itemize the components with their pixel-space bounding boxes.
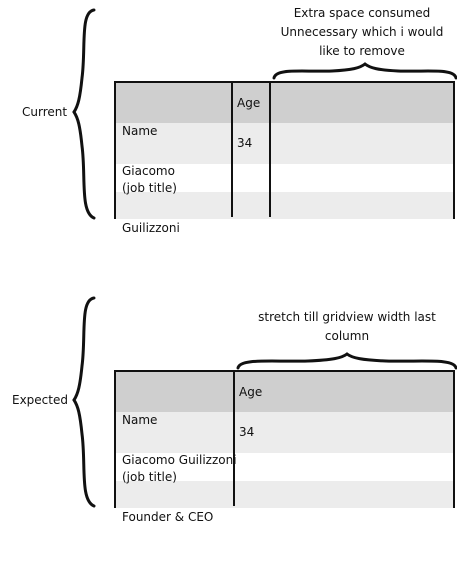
expected-annotation-line-2: column [324,329,370,343]
expected-annotation: stretch till gridview width last column [238,308,456,346]
expected-empty-row [116,481,453,508]
current-header-name-line-1: Name [122,124,158,138]
current-annotation-line-2: Unnecessary which i would [280,25,444,39]
current-header-name: Name (job title) [122,84,177,236]
current-column-divider [231,83,233,217]
expected-annotation-line-1: stretch till gridview width last [258,310,436,324]
current-annotation: Extra space consumed Unnecessary which i… [272,4,452,61]
expected-gridview: Name (job title) Age Giacomo Guilizzoni … [114,370,455,524]
expected-column-divider [233,372,235,506]
current-label: Current [22,105,68,119]
current-gridview: Name (job title) Age Giacomo Guilizzoni … [114,81,455,235]
expected-header-name-line-1: Name [122,413,158,427]
current-empty-row [116,192,453,219]
expected-brace-icon [72,296,96,508]
expected-cell-name: Giacomo Guilizzoni Founder & CEO [122,413,237,565]
expected-header-name-line-2: (job title) [122,470,177,484]
expected-header-name: Name (job title) [122,373,177,525]
current-data-row [116,123,453,164]
current-extra-space-brace-icon [272,62,457,80]
expected-stretch-brace-icon [236,352,457,370]
current-cell-name-line-2: Guilizzoni [122,221,180,235]
current-annotation-line-3: like to remove [319,44,405,58]
current-annotation-line-1: Extra space consumed [293,6,431,20]
current-cell-age: 34 [237,136,253,150]
current-header-name-line-2: (job title) [122,181,177,195]
expected-data-row [116,412,453,453]
expected-label: Expected [12,393,68,407]
expected-header-age: Age [239,385,263,399]
expected-header-row [116,372,453,412]
current-header-age: Age [237,96,261,110]
current-column-divider [269,83,271,217]
current-brace-icon [72,8,96,220]
current-cell-name: Giacomo Guilizzoni [122,124,180,276]
expected-cell-age: 34 [239,425,255,439]
current-header-row [116,83,453,123]
expected-cell-name-line-1: Giacomo Guilizzoni [122,453,237,467]
current-cell-name-line-1: Giacomo [122,164,175,178]
expected-cell-name-line-2: Founder & CEO [122,510,214,524]
